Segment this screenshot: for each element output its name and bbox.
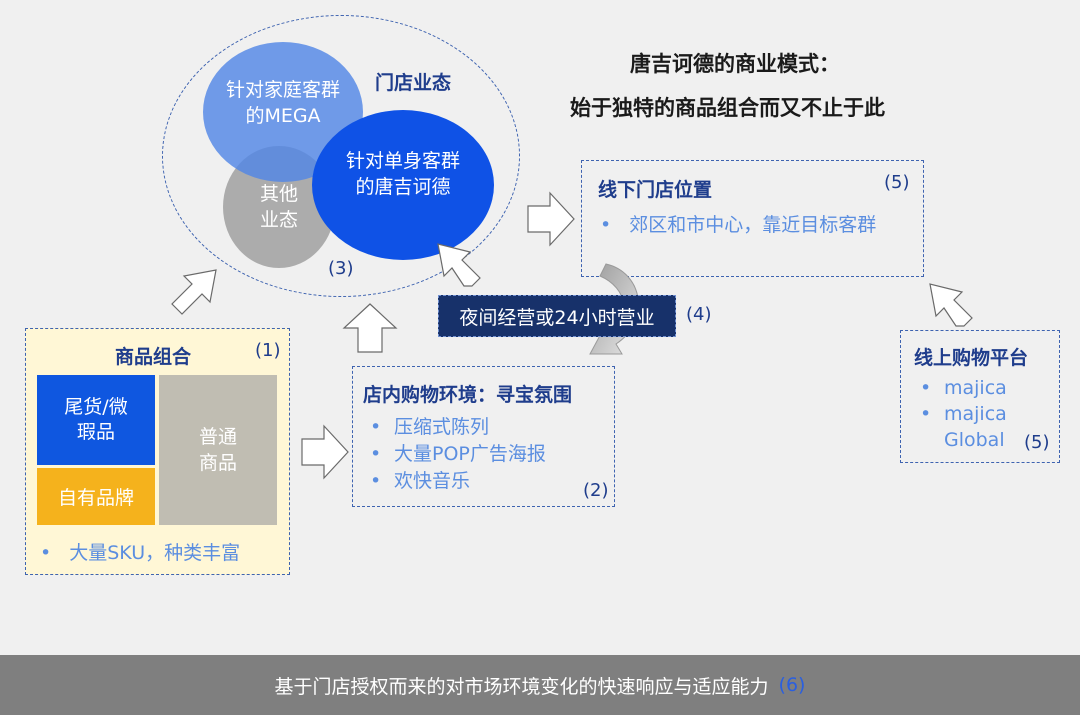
offline-location-box (581, 160, 924, 277)
online-platform-box (900, 330, 1060, 463)
online-platform-num: (5) (1024, 432, 1050, 453)
online-platform-bullets: majica majica Global (914, 375, 1024, 453)
outlet-block: 尾货/微瑕品 (37, 375, 155, 465)
other-formats-label: 其他业态 (259, 183, 298, 231)
arrow-right-icon (301, 424, 349, 480)
in-store-bullet: 压缩式陈列 (364, 414, 546, 441)
arrow-up-left-icon (437, 243, 481, 287)
arrow-right-icon (527, 191, 575, 247)
night-operation-num: (4) (686, 304, 712, 325)
regular-goods-block: 普通商品 (159, 375, 277, 525)
footer-num: (6) (778, 674, 806, 696)
private-label-block: 自有品牌 (37, 468, 155, 525)
store-formats-ellipse (162, 15, 520, 297)
footer-bar: 基于门店授权而来的对市场环境变化的快速响应与适应能力 (6) (0, 655, 1080, 715)
night-operation-label: 夜间经营或24小时营业 (438, 295, 676, 337)
in-store-box (352, 366, 615, 507)
store-formats-label: 门店业态 (375, 72, 452, 94)
mega-label: 针对家庭客群的MEGA (225, 79, 340, 127)
online-platform-title: 线上购物平台 (914, 347, 1029, 369)
arrow-up-icon (342, 303, 398, 353)
heading-line-2: 始于独特的商品组合而又不止于此 (570, 96, 885, 120)
in-store-bullet: 大量POP广告海报 (364, 441, 546, 468)
online-platform-bullet: majica (914, 375, 1024, 401)
night-operation-text: 夜间经营或24小时营业 (459, 306, 655, 329)
offline-location-num: (5) (884, 172, 910, 193)
outlet-label: 尾货/微瑕品 (64, 396, 128, 443)
offline-location-title: 线下门店位置 (598, 179, 713, 201)
product-mix-bullet: •大量SKU，种类丰富 (40, 542, 241, 564)
private-label-text: 自有品牌 (57, 487, 134, 509)
offline-location-bullet-text: 郊区和市中心，靠近目标客群 (629, 214, 877, 236)
footer-text: 基于门店授权而来的对市场环境变化的快速响应与适应能力 (274, 675, 769, 698)
product-mix-num: (1) (255, 340, 281, 361)
offline-location-bullet: •郊区和市中心，靠近目标客群 (600, 214, 877, 236)
store-formats-num: (3) (328, 258, 354, 279)
in-store-bullets: 压缩式陈列 大量POP广告海报 欢快音乐 (364, 414, 546, 495)
donki-label: 针对单身客群的唐吉诃德 (345, 150, 460, 198)
regular-goods-label: 普通商品 (198, 426, 237, 474)
donki-circle: 针对单身客群的唐吉诃德 (312, 110, 494, 260)
product-mix-bullet-text: 大量SKU，种类丰富 (69, 542, 241, 564)
heading-line-1: 唐吉诃德的商业模式： (630, 52, 840, 76)
online-platform-bullet: majica Global (914, 401, 1024, 453)
arrow-up-left-icon (929, 283, 973, 327)
in-store-num: (2) (583, 480, 609, 501)
arrow-up-right-icon (171, 269, 217, 315)
in-store-title: 店内购物环境：寻宝氛围 (363, 384, 573, 406)
product-mix-title: 商品组合 (115, 346, 192, 368)
in-store-bullet: 欢快音乐 (364, 468, 546, 495)
mega-circle: 针对家庭客群的MEGA (203, 42, 363, 182)
